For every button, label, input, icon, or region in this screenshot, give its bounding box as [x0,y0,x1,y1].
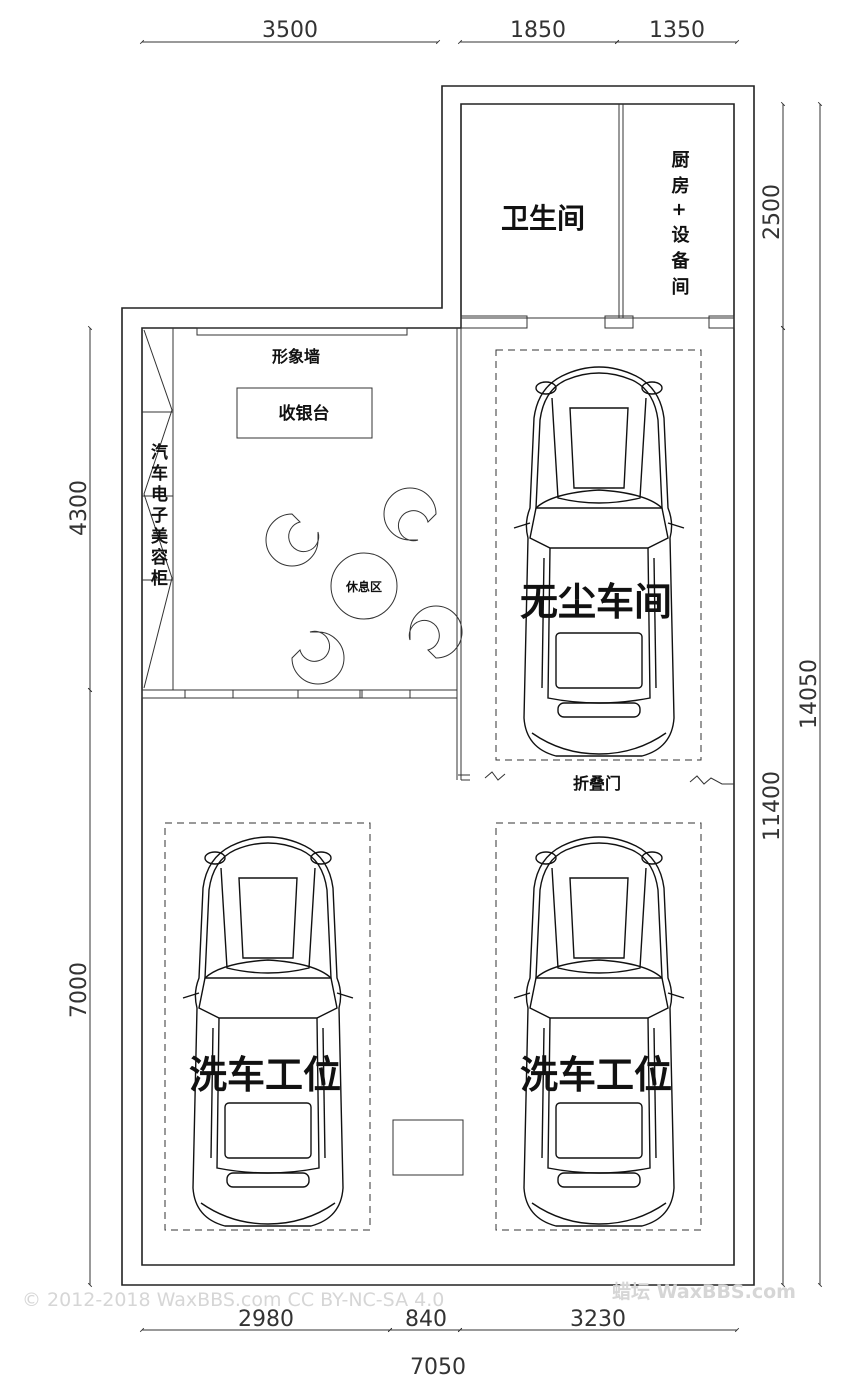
brand-watermark: 蜡坛 WaxBBS.com [612,1281,796,1303]
cashier-label: 收银台 [279,403,330,424]
car-icon [182,836,354,1227]
folding-door-label: 折叠门 [573,774,621,793]
dim-bottom-2: 840 [405,1307,447,1332]
lounge-label: 休息区 [345,579,382,594]
cashier-desk [236,387,373,439]
dim-left-1: 4300 [67,480,92,536]
dim-bottom-total: 7050 [410,1355,466,1376]
outer-wall [121,85,755,1286]
dim-bottom-1: 2980 [238,1307,294,1332]
dustfree-label: 无尘车间 [520,580,672,624]
kitchen-label: 厨房+设备间 [669,150,691,303]
wash-bay-right-label: 洗车工位 [520,1053,672,1097]
dim-right-2: 11400 [760,771,785,841]
dim-left-2: 7000 [67,962,92,1018]
dustfree-bay [495,349,702,761]
dim-right-1: 2500 [760,184,785,240]
dim-right-total: 14050 [797,659,822,729]
lounge-table [330,552,398,620]
car-icon [513,836,685,1227]
dim-bottom-3: 3230 [570,1307,626,1332]
bathroom-label: 卫生间 [501,202,585,235]
wash-bay-right [495,822,702,1231]
dim-top-2: 1850 [510,18,566,43]
equipment-box [392,1119,464,1176]
wash-bay-left-label: 洗车工位 [189,1053,341,1097]
dim-top-1: 3500 [262,18,318,43]
wash-bay-left [164,822,371,1231]
dim-top-3: 1350 [649,18,705,43]
cabinet-label: 汽车电子美容柜 [147,442,168,590]
car-icon [513,366,685,757]
image-wall-label: 形象墙 [272,347,320,366]
license-watermark: © 2012-2018 WaxBBS.com CC BY-NC-SA 4.0 [22,1289,444,1311]
